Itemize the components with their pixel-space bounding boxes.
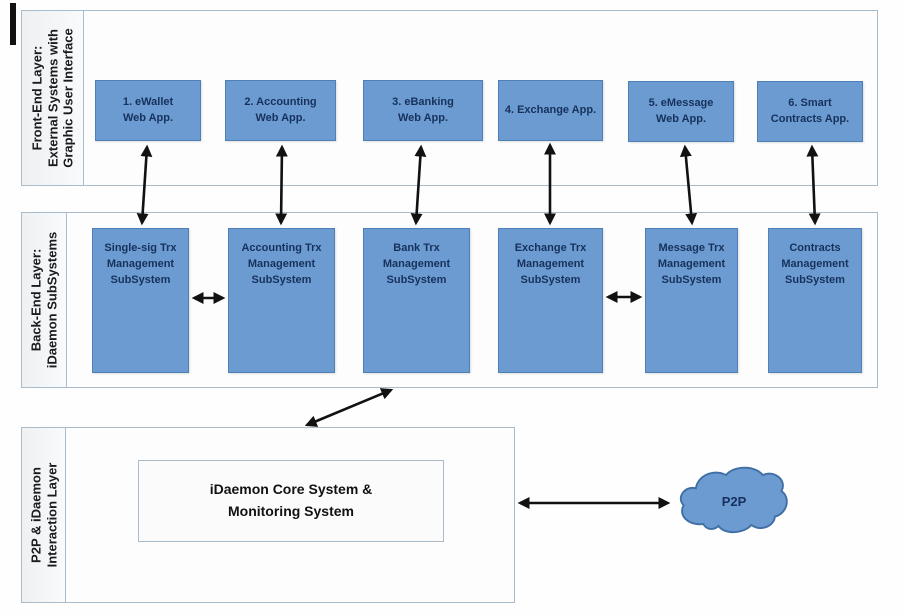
- app-box-smart-contracts[interactable]: 6. Smart Contracts App.: [757, 81, 863, 142]
- backend-layer-strip: Back-End Layer: iDaemon SubSystems: [22, 213, 67, 387]
- idaemon-core-box[interactable]: iDaemon Core System & Monitoring System: [138, 460, 444, 542]
- arrow-backend-p2p-layer: [304, 388, 394, 427]
- left-edge-artifact-bar: [10, 3, 16, 45]
- subsystem-box-bank[interactable]: Bank Trx Management SubSystem: [363, 228, 470, 373]
- subsystem-box-contracts[interactable]: Contracts Management SubSystem: [768, 228, 862, 373]
- subsystem-box-accounting[interactable]: Accounting Trx Management SubSystem: [228, 228, 335, 373]
- subsystem-box-exchange[interactable]: Exchange Trx Management SubSystem: [498, 228, 603, 373]
- app-box-ebanking[interactable]: 3. eBanking Web App.: [363, 80, 483, 141]
- subsystem-box-message[interactable]: Message Trx Management SubSystem: [645, 228, 738, 373]
- app-box-ewallet[interactable]: 1. eWallet Web App.: [95, 80, 201, 141]
- p2p-layer-strip: P2P & iDaemon Interaction Layer: [22, 428, 66, 602]
- app-box-accounting[interactable]: 2. Accounting Web App.: [225, 80, 336, 141]
- frontend-layer-strip: Front-End Layer: External Systems with G…: [22, 11, 84, 185]
- subsystem-box-single-sig[interactable]: Single-sig Trx Management SubSystem: [92, 228, 189, 373]
- p2p-cloud-label: P2P: [721, 493, 747, 509]
- p2p-cloud[interactable]: P2P: [673, 461, 795, 541]
- frontend-layer-label: Front-End Layer: External Systems with G…: [29, 28, 76, 168]
- cloud-icon: [679, 466, 788, 534]
- p2p-layer-label: P2P & iDaemon Interaction Layer: [27, 462, 59, 568]
- backend-layer-label: Back-End Layer: iDaemon SubSystems: [28, 231, 59, 369]
- app-box-exchange[interactable]: 4. Exchange App.: [498, 80, 603, 141]
- app-box-emessage[interactable]: 5. eMessage Web App.: [628, 81, 734, 142]
